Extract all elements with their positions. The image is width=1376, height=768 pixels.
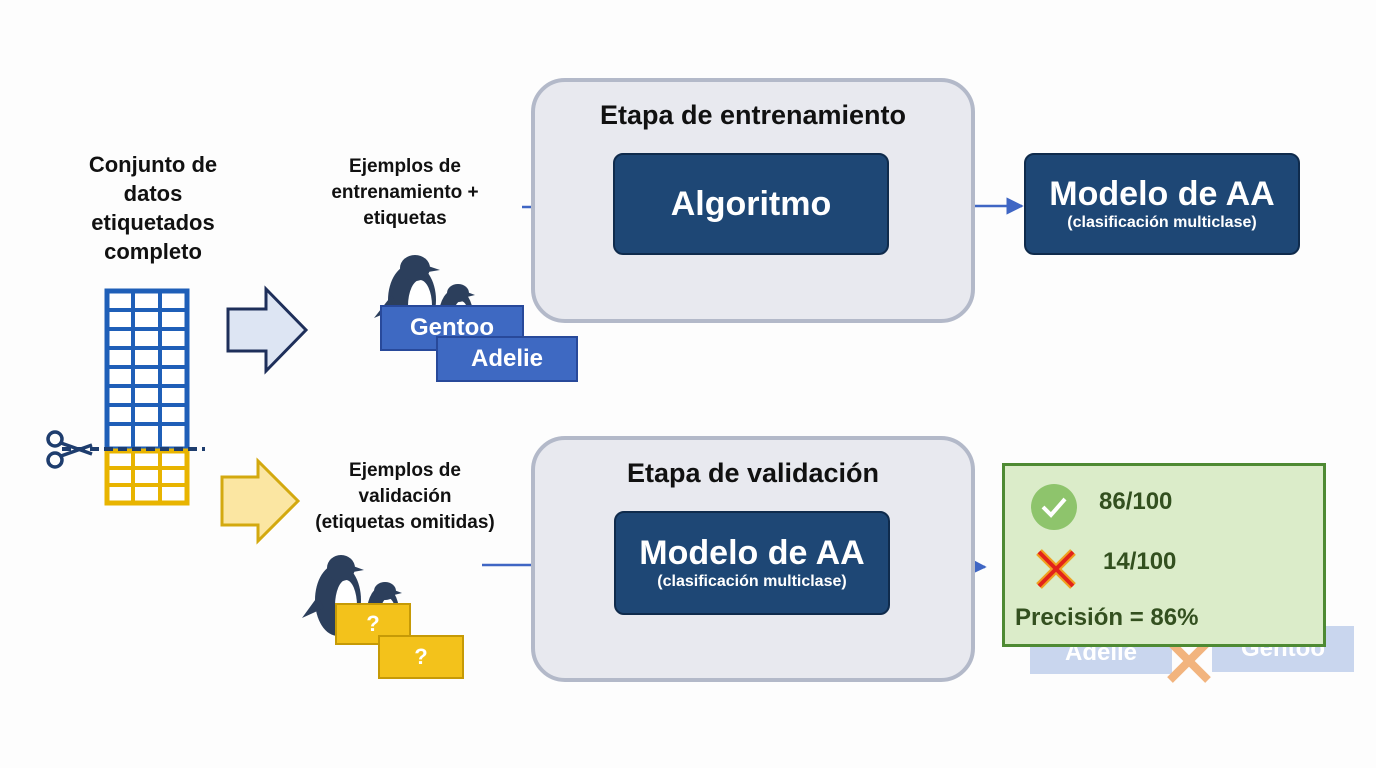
faded-x-icon: [1167, 639, 1211, 683]
algorithm-box: Algoritmo: [613, 153, 889, 255]
species-tag-adelie: Adelie: [436, 336, 578, 382]
validation-model-title: Modelo de AA: [639, 534, 865, 572]
training-examples-line: etiquetas: [363, 208, 447, 229]
validation-examples-line: (etiquetas omitidas): [315, 512, 495, 533]
check-icon: [1031, 484, 1077, 530]
validation-model-box: Modelo de AA (clasificación multiclase): [614, 511, 890, 615]
trained-model-box: Modelo de AA (clasificación multiclase): [1024, 153, 1300, 255]
dataset-label-line: etiquetados: [91, 210, 215, 235]
validation-model-subtitle: (clasificación multiclase): [657, 573, 847, 590]
trained-model-subtitle: (clasificación multiclase): [1067, 214, 1257, 231]
dataset-label-line: Conjunto de: [88, 152, 218, 177]
correct-count: 86/100: [1099, 488, 1173, 515]
training-stage: Etapa de entrenamiento: [531, 78, 975, 323]
dataset-label: Conjunto de datos etiquetados completo: [48, 150, 258, 266]
dataset-label-line: datos: [123, 181, 183, 206]
training-examples-line: entrenamiento +: [331, 182, 479, 203]
trained-model-title: Modelo de AA: [1049, 175, 1275, 213]
dataset-table: [62, 288, 205, 506]
validation-examples-label: Ejemplos de validación (etiquetas omitid…: [300, 458, 510, 536]
unknown-label-tag: ?: [378, 635, 464, 679]
training-examples-label: Ejemplos de entrenamiento + etiquetas: [300, 154, 510, 232]
validation-split-arrow: [220, 457, 301, 545]
cross-icon: [1036, 549, 1076, 589]
scissors-icon: [46, 430, 93, 469]
training-stage-title: Etapa de entrenamiento: [599, 100, 907, 130]
incorrect-count: 14/100: [1103, 548, 1177, 575]
training-examples-line: Ejemplos de: [349, 156, 461, 177]
validation-examples-line: validación: [358, 486, 452, 507]
results-panel: 86/100 14/100 Precisión = 86%: [1002, 463, 1326, 647]
accuracy-value: Precisión = 86%: [1015, 604, 1199, 631]
algorithm-label: Algoritmo: [670, 185, 832, 223]
training-split-arrow: [226, 285, 309, 375]
validation-examples-line: Ejemplos de: [349, 460, 461, 481]
dataset-label-line: completo: [104, 239, 202, 264]
validation-stage-title: Etapa de validación: [626, 458, 880, 488]
